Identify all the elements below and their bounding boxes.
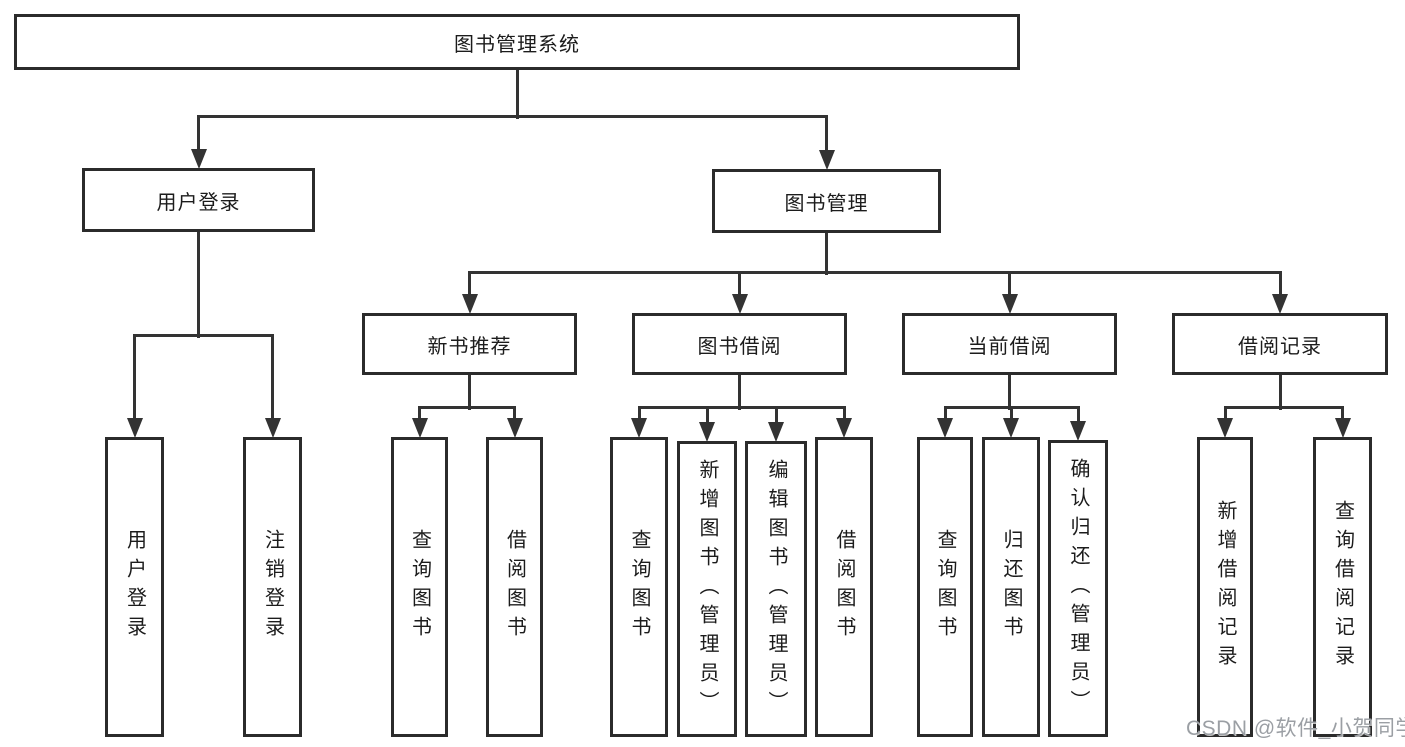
node-label-r-query: 查询借阅记录 [1331, 500, 1354, 674]
connector-drop-b-add [705, 407, 709, 424]
node-newbook: 新书推荐 [362, 313, 577, 375]
connector-drop-nb-query [418, 407, 421, 420]
node-label-current: 当前借阅 [967, 335, 1052, 358]
node-nb-borrow: 借阅图书 [486, 437, 543, 737]
arrow-down-icon-nb-query [411, 418, 428, 438]
node-label-r-add: 新增借阅记录 [1214, 500, 1236, 674]
node-b-edit: 编辑图书（管理员） [745, 441, 807, 737]
arrow-down-icon-nb-borrow [506, 418, 523, 438]
connector-drop-b-query [637, 407, 641, 420]
node-records: 借阅记录 [1172, 313, 1388, 375]
arrow-down-icon-records [1272, 294, 1288, 314]
node-label-nb-query: 查询图书 [408, 529, 431, 645]
node-label-b-add: 新增图书（管理员） [696, 458, 718, 720]
connector-stub-newbook [468, 375, 471, 410]
node-label-records: 借阅记录 [1238, 335, 1322, 358]
arrow-down-icon-user-login [126, 418, 143, 438]
node-b-borrow: 借阅图书 [815, 437, 873, 737]
arrow-down-icon-c-query [937, 418, 953, 438]
arrow-down-icon-b-borrow [836, 418, 852, 438]
node-label-user-login: 用户登录 [123, 529, 146, 645]
arrow-down-icon-bookmgmt [818, 150, 835, 170]
node-nb-query: 查询图书 [391, 437, 448, 737]
node-label-borrow: 图书借阅 [697, 335, 782, 358]
connector-drop-r-query [1341, 407, 1344, 420]
arrow-down-icon-b-query [631, 418, 647, 438]
arrow-down-icon-b-add [699, 422, 715, 442]
connector-bar-bookmgmt [468, 270, 1282, 274]
node-login: 用户登录 [82, 168, 315, 232]
connector-drop-b-borrow [842, 407, 846, 420]
node-label-c-confirm: 确认归还（管理员） [1067, 458, 1089, 719]
node-label-b-borrow: 借阅图书 [833, 529, 855, 645]
connector-stub-login [197, 232, 200, 338]
node-bookmgmt: 图书管理 [712, 169, 941, 233]
node-b-add: 新增图书（管理员） [677, 441, 737, 737]
connector-drop-c-return [1009, 407, 1013, 420]
connector-bar-newbook [418, 405, 516, 409]
connector-bar-root [197, 114, 828, 118]
arrow-down-icon-current [1001, 294, 1018, 314]
node-c-query: 查询图书 [917, 437, 973, 737]
node-borrow: 图书借阅 [632, 313, 847, 375]
node-label-root: 图书管理系统 [454, 33, 580, 56]
connector-drop-bookmgmt [825, 116, 828, 152]
connector-drop-nb-borrow [513, 407, 516, 420]
arrow-down-icon-c-confirm [1070, 421, 1086, 441]
node-label-b-edit: 编辑图书（管理员） [765, 458, 787, 720]
node-current: 当前借阅 [902, 313, 1117, 375]
node-c-return: 归还图书 [982, 437, 1040, 737]
node-label-c-query: 查询图书 [934, 529, 956, 645]
node-label-c-return: 归还图书 [1000, 529, 1022, 645]
connector-drop-newbook [468, 272, 471, 296]
connector-stub-records [1278, 375, 1282, 410]
arrow-down-icon-newbook [461, 294, 478, 314]
connector-stub-root [515, 70, 519, 119]
node-r-add: 新增借阅记录 [1197, 437, 1253, 737]
connector-drop-logout [271, 335, 274, 420]
watermark: CSDN @软件_小贺同学 [1186, 717, 1405, 740]
connector-drop-c-confirm [1076, 407, 1080, 423]
connector-drop-b-edit [774, 407, 778, 424]
connector-drop-current [1008, 272, 1011, 296]
connector-drop-c-query [943, 407, 947, 420]
connector-drop-user-login [133, 335, 136, 420]
connector-bar-borrow [637, 405, 846, 409]
node-label-login: 用户登录 [156, 191, 241, 214]
arrow-down-icon-r-query [1334, 418, 1351, 438]
connector-stub-current [1008, 375, 1011, 410]
connector-stub-borrow [738, 375, 741, 410]
arrow-down-icon-r-add [1217, 418, 1233, 438]
node-label-b-query: 查询图书 [628, 529, 650, 645]
node-c-confirm: 确认归还（管理员） [1048, 440, 1108, 737]
node-b-query: 查询图书 [610, 437, 668, 737]
node-r-query: 查询借阅记录 [1313, 437, 1372, 737]
node-label-logout: 注销登录 [261, 529, 284, 645]
connector-bar-records [1223, 405, 1344, 409]
connector-drop-r-add [1223, 407, 1227, 420]
node-label-bookmgmt: 图书管理 [784, 192, 869, 215]
connector-drop-borrow [738, 272, 741, 296]
connector-bar-login [133, 333, 274, 337]
connector-drop-login [197, 116, 200, 151]
node-logout: 注销登录 [243, 437, 302, 737]
node-label-nb-borrow: 借阅图书 [503, 529, 526, 645]
arrow-down-icon-logout [264, 418, 281, 438]
arrow-down-icon-login [190, 149, 207, 169]
node-root: 图书管理系统 [14, 14, 1020, 70]
arrow-down-icon-borrow [731, 294, 748, 314]
node-label-newbook: 新书推荐 [427, 335, 512, 358]
arrow-down-icon-b-edit [768, 422, 784, 442]
arrow-down-icon-c-return [1003, 418, 1019, 438]
connector-drop-records [1278, 272, 1282, 296]
connector-stub-bookmgmt [825, 233, 828, 275]
node-user-login: 用户登录 [105, 437, 164, 737]
